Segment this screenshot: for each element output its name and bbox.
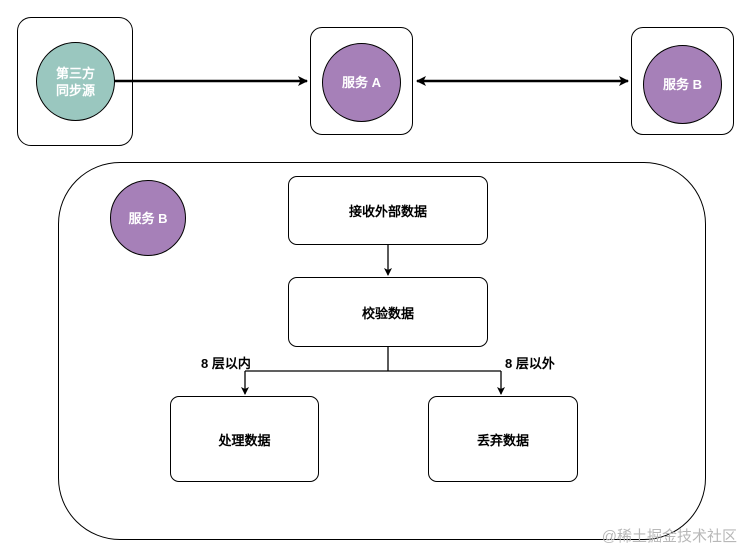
third-party-source-node: 第三方 同步源 [36, 42, 115, 121]
receive-data-step: 接收外部数据 [288, 176, 488, 245]
validate-data-step: 校验数据 [288, 277, 488, 347]
branch-label-within: 8 层以内 [201, 356, 251, 371]
discard-data-step: 丢弃数据 [428, 396, 578, 482]
service-b-detail-node: 服务 B [110, 180, 186, 256]
service-a-node: 服务 A [322, 43, 401, 122]
service-b-node: 服务 B [643, 45, 722, 124]
watermark: @稀土掘金技术社区 [601, 528, 737, 545]
process-data-step: 处理数据 [170, 396, 319, 482]
branch-label-beyond: 8 层以外 [505, 356, 555, 371]
